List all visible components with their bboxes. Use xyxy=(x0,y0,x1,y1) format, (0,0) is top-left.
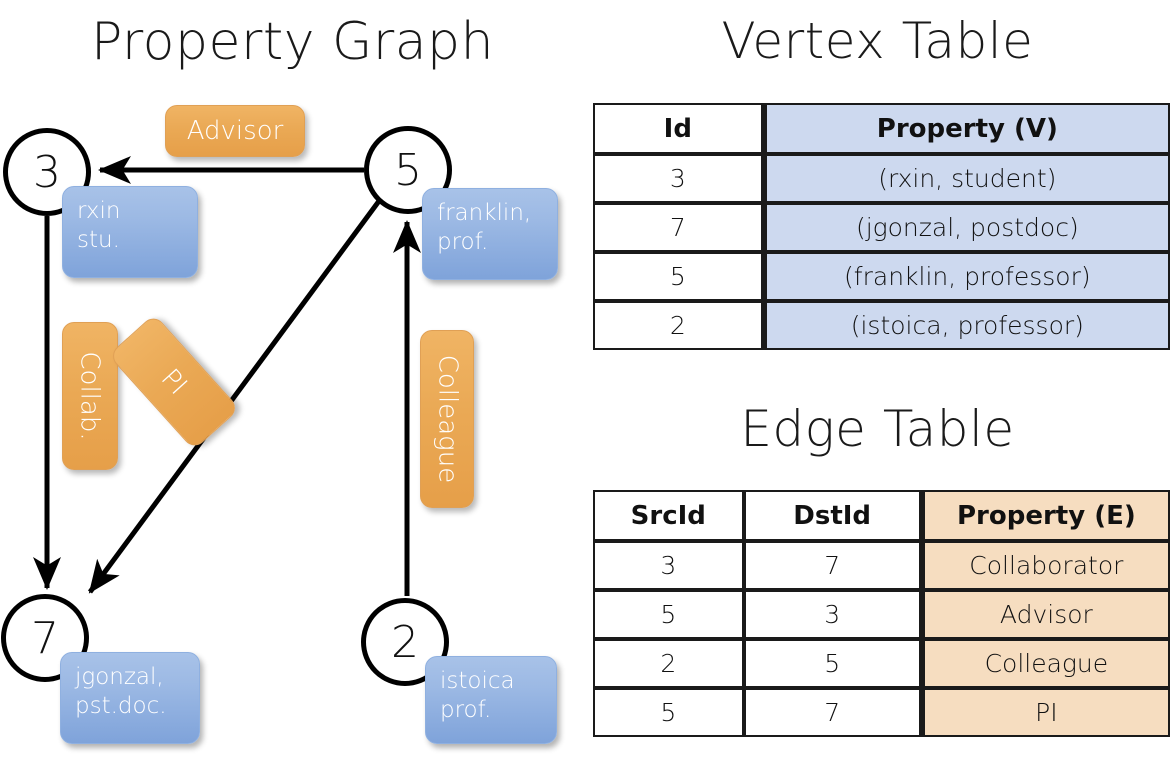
edge-cell-dst: 5 xyxy=(743,639,921,688)
graph-node-5[interactable]: 5 xyxy=(364,126,452,214)
edge-cell-property: Colleague xyxy=(920,639,1170,688)
vertex-table-header-id: Id xyxy=(593,103,763,154)
callout-line-1: jgonzal, xyxy=(75,664,164,690)
edge-cell-property: PI xyxy=(920,688,1170,737)
edge-label-callout-collab: Collab. xyxy=(62,322,118,470)
vertex-property-callout-rxin: rxin stu. xyxy=(62,186,198,278)
graph-node-3-label: 3 xyxy=(33,146,61,198)
table-row: 2 5 Colleague xyxy=(593,639,1170,688)
vertex-table-header-row: Id Property (V) xyxy=(593,103,1170,154)
callout-line-2: prof. xyxy=(440,697,492,724)
table-row: 3 7 Collaborator xyxy=(593,541,1170,590)
edge-cell-property: Advisor xyxy=(920,590,1170,639)
edge-cell-dst: 7 xyxy=(743,541,921,590)
edge-table-header-property: Property (E) xyxy=(920,490,1170,541)
edge-cell-src: 5 xyxy=(593,688,744,737)
vertex-property-callout-istoica: istoica prof. xyxy=(425,656,557,744)
graph-node-2-label: 2 xyxy=(391,616,419,668)
edge-cell-property: Collaborator xyxy=(920,541,1170,590)
table-row: 2 (istoica, professor) xyxy=(593,301,1170,350)
edge-label-text: Colleague xyxy=(432,354,463,484)
edge-label-text: PI xyxy=(155,363,193,401)
edge-line-5-to-7 xyxy=(87,199,382,594)
table-row: 7 (jgonzal, postdoc) xyxy=(593,203,1170,252)
page-title-property-graph: Property Graph xyxy=(90,12,495,72)
vertex-cell-id: 3 xyxy=(593,154,763,203)
edge-table-header-row: SrcId DstId Property (E) xyxy=(593,490,1170,541)
edge-label-text: Collab. xyxy=(75,351,105,441)
vertex-property-callout-jgonzal: jgonzal, pst.doc. xyxy=(60,652,200,744)
callout-line-2: stu. xyxy=(77,227,120,254)
edge-label-callout-colleague: Colleague xyxy=(420,330,474,508)
vertex-property-callout-franklin: franklin, prof. xyxy=(422,188,558,280)
callout-line-2: prof. xyxy=(437,229,489,256)
vertex-cell-property: (franklin, professor) xyxy=(762,252,1170,301)
edge-cell-dst: 3 xyxy=(743,590,921,639)
table-row: 5 7 PI xyxy=(593,688,1170,737)
edge-table-header-srcid: SrcId xyxy=(593,490,744,541)
graph-edge-lines xyxy=(32,155,422,596)
table-row: 3 (rxin, student) xyxy=(593,154,1170,203)
edge-cell-src: 5 xyxy=(593,590,744,639)
edge-label-text: Advisor xyxy=(186,116,284,146)
vertex-cell-property: (jgonzal, postdoc) xyxy=(762,203,1170,252)
vertex-cell-property: (rxin, student) xyxy=(762,154,1170,203)
vertex-cell-property: (istoica, professor) xyxy=(762,301,1170,350)
edge-table-header-dstid: DstId xyxy=(743,490,921,541)
graph-node-7-label: 7 xyxy=(31,612,59,664)
edge-label-callout-advisor: Advisor xyxy=(165,105,305,157)
page-title-edge-table: Edge Table xyxy=(740,400,1015,458)
callout-line-1: franklin, xyxy=(437,200,532,226)
page-title-vertex-table: Vertex Table xyxy=(721,12,1034,70)
vertex-table-header-property: Property (V) xyxy=(762,103,1170,154)
edge-cell-src: 2 xyxy=(593,639,744,688)
vertex-table: Id Property (V) 3 (rxin, student) 7 (jgo… xyxy=(593,103,1170,350)
callout-line-2: pst.doc. xyxy=(75,693,167,720)
callout-line-1: istoica xyxy=(440,668,515,694)
graph-node-2[interactable]: 2 xyxy=(361,598,449,686)
graph-node-5-label: 5 xyxy=(394,144,422,196)
edge-cell-src: 3 xyxy=(593,541,744,590)
vertex-cell-id: 5 xyxy=(593,252,763,301)
table-row: 5 (franklin, professor) xyxy=(593,252,1170,301)
vertex-cell-id: 2 xyxy=(593,301,763,350)
edge-cell-dst: 7 xyxy=(743,688,921,737)
callout-line-1: rxin xyxy=(77,198,121,224)
table-row: 5 3 Advisor xyxy=(593,590,1170,639)
property-graph-diagram: 3 5 7 2 rxin stu. franklin, prof. jgonza… xyxy=(1,105,558,744)
vertex-cell-id: 7 xyxy=(593,203,763,252)
edge-table: SrcId DstId Property (E) 3 7 Collaborato… xyxy=(593,490,1170,737)
